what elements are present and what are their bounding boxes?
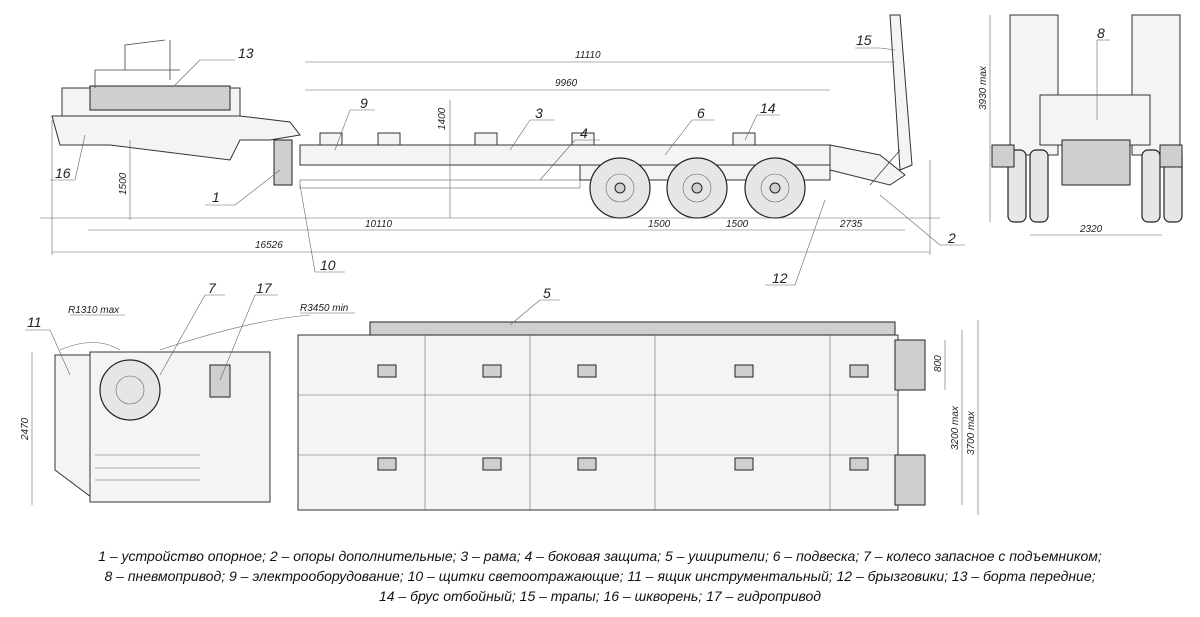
wheel-axle-3 xyxy=(744,157,806,219)
side-protection xyxy=(299,179,581,189)
gooseneck-neck xyxy=(51,115,301,161)
dim-axle-pitch-2: 1500 xyxy=(726,219,749,230)
platform-top xyxy=(297,334,899,511)
dim-loading-height: 1500 xyxy=(118,172,129,195)
support-leg xyxy=(273,139,293,186)
rear-frame xyxy=(1039,94,1151,146)
dim-front-width: 2470 xyxy=(20,417,31,441)
fender-left xyxy=(991,144,1015,168)
dim-total-length: 16526 xyxy=(255,240,283,251)
callout-10: 10 xyxy=(320,257,336,273)
callout-7: 7 xyxy=(208,280,217,296)
toolbox xyxy=(54,354,96,501)
callout-15: 15 xyxy=(856,32,872,48)
dim-r-turn: R3450 min xyxy=(300,303,349,314)
dim-wheel-track: 2320 xyxy=(1079,224,1103,235)
dim-deck-height: 1400 xyxy=(437,107,448,130)
rear-lights-panel xyxy=(1061,139,1131,186)
aux-support xyxy=(869,149,901,186)
fender-right xyxy=(1159,144,1183,168)
callout-2: 2 xyxy=(947,230,956,246)
callout-17: 17 xyxy=(256,280,273,296)
rear-ramp-lowered xyxy=(829,144,906,186)
platform-deck xyxy=(299,144,831,166)
hydraulic-unit xyxy=(209,364,231,398)
callout-13: 13 xyxy=(238,45,254,61)
extension-beam xyxy=(369,321,896,336)
front-board xyxy=(89,85,231,111)
dim-axle-pitch-1: 1500 xyxy=(648,219,671,230)
callout-16: 16 xyxy=(55,165,71,181)
dim-ramp-width: 800 xyxy=(933,355,944,372)
callout-14: 14 xyxy=(760,100,776,116)
dim-height-max: 3930 max xyxy=(978,65,989,110)
callout-5: 5 xyxy=(543,285,551,301)
dim-r-front: R1310 max xyxy=(68,305,120,316)
ramp-top-upper xyxy=(894,339,926,391)
rear-view: 3930 max 2320 8 xyxy=(978,14,1183,236)
dim-width-extended-1: 3200 max xyxy=(950,405,961,450)
rear-ramp-raised xyxy=(889,14,913,171)
wheel-axle-2 xyxy=(666,157,728,219)
legend-line-3: 14 – брус отбойный; 15 – трапы; 16 – шкв… xyxy=(378,588,822,604)
dim-rear-overhang: 2735 xyxy=(839,219,863,230)
ramp-top-lower xyxy=(894,454,926,506)
crane-arm xyxy=(94,39,180,88)
top-view: R1310 max R3450 min 2470 800 3200 max 37… xyxy=(20,280,979,515)
dim-frame-length: 10110 xyxy=(365,219,393,230)
spare-wheel xyxy=(99,359,161,421)
dim-platform-inner: 9960 xyxy=(555,78,578,89)
side-view: 11110 9960 10110 1500 1500 2735 16526 15… xyxy=(40,14,965,286)
dim-platform-outer: 11110 xyxy=(575,50,601,61)
callout-12: 12 xyxy=(772,270,788,286)
legend-line-1: 1 – устройство опорное; 2 – опоры дополн… xyxy=(98,548,1102,564)
callout-8: 8 xyxy=(1097,25,1105,41)
wheel-axle-1 xyxy=(589,157,651,219)
callout-6: 6 xyxy=(697,105,705,121)
legend-line-2: 8 – пневмопривод; 9 – электрооборудовани… xyxy=(104,568,1096,584)
callout-9: 9 xyxy=(360,95,368,111)
callout-3: 3 xyxy=(535,105,543,121)
callout-11: 11 xyxy=(27,314,42,330)
callout-4: 4 xyxy=(580,125,588,141)
dim-width-extended-2: 3700 max xyxy=(966,410,977,455)
callout-1: 1 xyxy=(212,189,220,205)
